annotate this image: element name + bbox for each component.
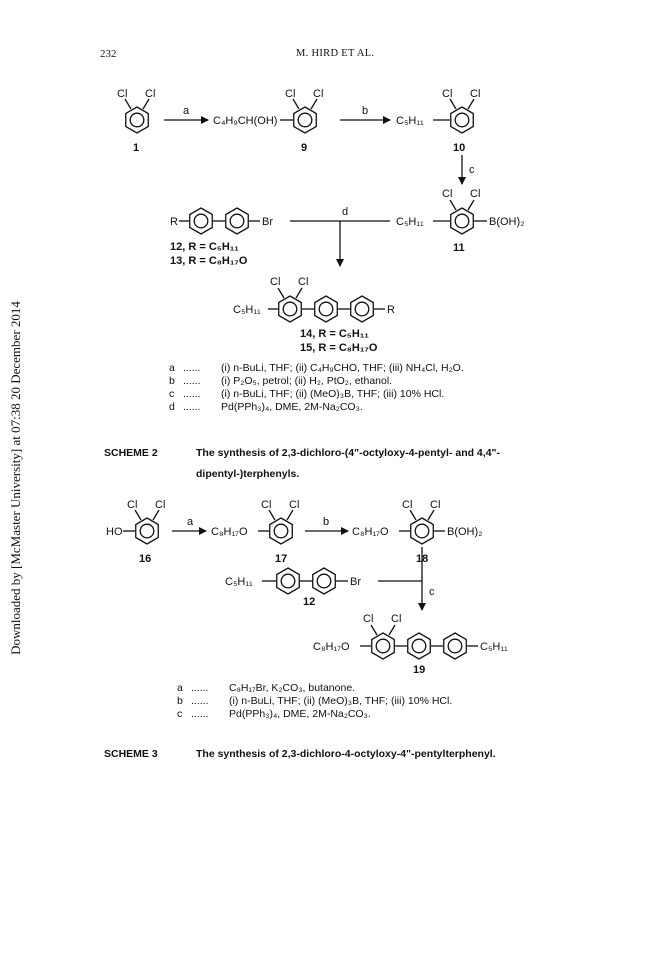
- compound-12-structure: [276, 567, 348, 595]
- compound-9-structure: [292, 98, 318, 134]
- atom-label: Cl: [285, 88, 295, 100]
- scheme-3-diagram: HO Cl Cl 16 a C₈H₁₇O Cl Cl 17 b C₈H₁₇O C…: [106, 499, 508, 676]
- condition-line: b......(i) P₂O₅, petrol; (ii) H₂, PtO₂, …: [169, 375, 393, 387]
- atom-label: Cl: [442, 88, 452, 100]
- compound-label: 15, R = C₈H₁₇O: [300, 342, 378, 354]
- compound-label: 17: [275, 553, 287, 565]
- substituent-label: C₅H₁₁: [396, 115, 424, 127]
- compound-14-15-structure: [277, 287, 385, 323]
- scheme-3-conditions: a......C₈H₁₇Br, K₂CO₃, butanone. b......…: [177, 682, 452, 721]
- condition-line: c......(i) n-BuLi, THF; (ii) (MeO)₃B, TH…: [169, 388, 445, 400]
- atom-label: B(OH)₂: [489, 216, 524, 228]
- compound-label: 10: [453, 142, 465, 154]
- compound-17-structure: [268, 509, 294, 545]
- condition-line: a......(i) n-BuLi, THF; (ii) C₄H₉CHO, TH…: [169, 362, 464, 374]
- atom-label: Cl: [442, 188, 452, 200]
- atom-label: R: [387, 304, 395, 316]
- substituent-label: C₅H₁₁: [233, 304, 261, 316]
- condition-line: b......(i) n-BuLi, THF; (ii) (MeO)₃B, TH…: [177, 695, 453, 707]
- compound-label: 9: [301, 142, 307, 154]
- compound-label: 19: [413, 664, 425, 676]
- substituent-label: C₄H₉CH(OH): [213, 115, 277, 127]
- substituent-label: C₈H₁₇O: [211, 526, 248, 538]
- substituent-label: C₈H₁₇O: [313, 641, 350, 653]
- atom-label: Cl: [298, 276, 308, 288]
- substituent-label: C₅H₁₁: [480, 641, 508, 653]
- compound-16-structure: [134, 509, 160, 545]
- atom-label: Cl: [261, 499, 271, 511]
- atom-label: Cl: [470, 188, 480, 200]
- scheme-2-diagram: Cl Cl 1 a C₄H₉CH(OH) Cl Cl 9 b C₅H₁₁ Cl …: [117, 88, 524, 354]
- compound-label: 11: [453, 242, 465, 254]
- atom-label: Cl: [270, 276, 280, 288]
- caption-label: SCHEME 2: [104, 447, 158, 459]
- scheme-2-caption-continued: dipentyl-)terphenyls.: [196, 468, 300, 480]
- condition-line: c......Pd(PPh₃)₄, DME, 2M-Na₂CO₃.: [177, 708, 371, 720]
- compound-18-structure: [409, 509, 445, 545]
- atom-label: HO: [106, 526, 123, 538]
- reaction-step-label: c: [429, 586, 435, 598]
- scheme-2-caption: SCHEME 2 The synthesis of 2,3-dichloro-(4…: [104, 447, 500, 459]
- compound-19-structure: [370, 624, 478, 660]
- substituent-label: C₅H₁₁: [225, 576, 253, 588]
- atom-label: Cl: [155, 499, 165, 511]
- atom-label: Cl: [391, 613, 401, 625]
- condition-line: d......Pd(PPh₃)₄, DME, 2M-Na₂CO₃.: [169, 401, 363, 413]
- compound-label: 16: [139, 553, 151, 565]
- substituent-label: C₅H₁₁: [396, 216, 424, 228]
- compound-label: 1: [133, 142, 139, 154]
- compound-10-structure: [449, 98, 475, 134]
- reaction-step-label: a: [183, 105, 190, 117]
- condition-line: a......C₈H₁₇Br, K₂CO₃, butanone.: [177, 682, 356, 694]
- running-head: M. HIRD ET AL.: [296, 48, 375, 59]
- atom-label: Cl: [470, 88, 480, 100]
- page-number: 232: [100, 48, 117, 60]
- atom-label: Br: [350, 576, 361, 588]
- atom-label: Cl: [313, 88, 323, 100]
- compound-1-structure: [124, 98, 150, 134]
- substituent-label: C₈H₁₇O: [352, 526, 389, 538]
- compound-12-13-structure: [189, 207, 260, 235]
- reaction-step-label: d: [342, 206, 348, 218]
- scheme-2-conditions: a......(i) n-BuLi, THF; (ii) C₄H₉CHO, TH…: [169, 362, 464, 414]
- atom-label: Cl: [127, 499, 137, 511]
- atom-label: R: [170, 216, 178, 228]
- atom-label: Cl: [145, 88, 155, 100]
- scheme-3-caption: SCHEME 3 The synthesis of 2,3-dichloro-4-…: [104, 748, 496, 760]
- caption-text: The synthesis of 2,3-dichloro-(4"-octylo…: [196, 447, 501, 459]
- reaction-step-label: a: [187, 516, 194, 528]
- compound-label: 12: [303, 596, 315, 608]
- reaction-step-label: c: [469, 164, 475, 176]
- caption-text: The synthesis of 2,3-dichloro-4-octyloxy…: [196, 748, 496, 760]
- compound-label: 13, R = C₈H₁₇O: [170, 255, 248, 267]
- reaction-step-label: b: [323, 516, 329, 528]
- atom-label: B(OH)₂: [447, 526, 482, 538]
- atom-label: Cl: [289, 499, 299, 511]
- reaction-step-label: b: [362, 105, 368, 117]
- atom-label: Cl: [430, 499, 440, 511]
- atom-label: Br: [262, 216, 273, 228]
- caption-label: SCHEME 3: [104, 748, 158, 760]
- compound-label: 14, R = C₅H₁₁: [300, 328, 369, 340]
- compound-label: 12, R = C₅H₁₁: [170, 241, 239, 253]
- compound-11-structure: [449, 199, 487, 235]
- atom-label: Cl: [117, 88, 127, 100]
- atom-label: Cl: [402, 499, 412, 511]
- atom-label: Cl: [363, 613, 373, 625]
